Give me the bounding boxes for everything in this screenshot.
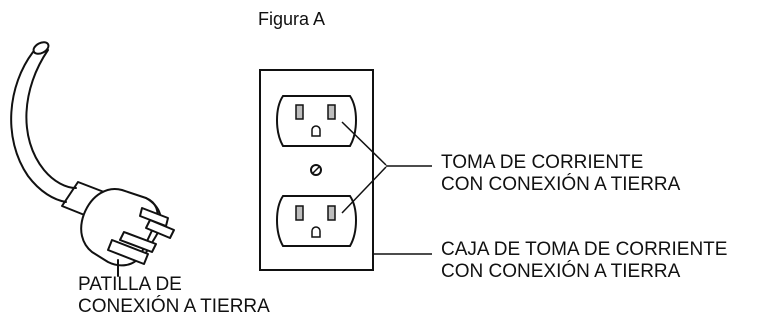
receptacle-lower bbox=[276, 195, 357, 247]
prong-lower bbox=[119, 231, 157, 253]
screw-head bbox=[310, 164, 322, 176]
cord-end bbox=[32, 41, 50, 55]
receptacle-lower-ground-hole bbox=[311, 226, 321, 238]
outlet-box-label-line1: CAJA DE TOMA DE CORRIENTE bbox=[441, 239, 728, 260]
outlet-label-line2: CON CONEXIÓN A TIERRA bbox=[441, 174, 681, 195]
figure-title: Figura A bbox=[258, 9, 326, 29]
outlet-leader-lower bbox=[341, 166, 387, 214]
receptacle-upper-slot-right bbox=[327, 104, 336, 120]
receptacle-upper bbox=[276, 95, 357, 147]
outlet-box bbox=[259, 69, 374, 271]
ground-pin-label-line2: CONEXIÓN A TIERRA bbox=[78, 296, 270, 317]
outlet-label: TOMA DE CORRIENTE CON CONEXIÓN A TIERRA bbox=[441, 152, 680, 196]
receptacle-upper-ground-hole bbox=[311, 125, 321, 137]
screw-slot bbox=[311, 165, 321, 175]
receptacle-upper-slot-left bbox=[295, 104, 304, 120]
receptacle-lower-slot-left bbox=[295, 205, 304, 221]
leader-lines bbox=[341, 121, 432, 255]
power-cord bbox=[10, 49, 77, 203]
grounded-plug bbox=[10, 41, 175, 277]
center-screw bbox=[310, 164, 322, 176]
outlet-leader-upper bbox=[341, 121, 387, 166]
ground-pin-label-line1: PATILLA DE bbox=[78, 274, 182, 295]
outlet-box-label: CAJA DE TOMA DE CORRIENTE CON CONEXIÓN A… bbox=[441, 239, 727, 283]
receptacle-lower-slot-right bbox=[327, 205, 336, 221]
prong-upper bbox=[145, 219, 175, 239]
plug-prongs bbox=[107, 207, 175, 265]
receptacle-lower-face bbox=[276, 195, 357, 247]
ground-pin-label: PATILLA DE CONEXIÓN A TIERRA bbox=[78, 274, 270, 318]
outlet-box-label-line2: CON CONEXIÓN A TIERRA bbox=[441, 261, 681, 282]
ground-pin bbox=[107, 239, 149, 265]
outlet-label-line1: TOMA DE CORRIENTE bbox=[441, 152, 644, 173]
receptacle-upper-face bbox=[276, 95, 357, 147]
